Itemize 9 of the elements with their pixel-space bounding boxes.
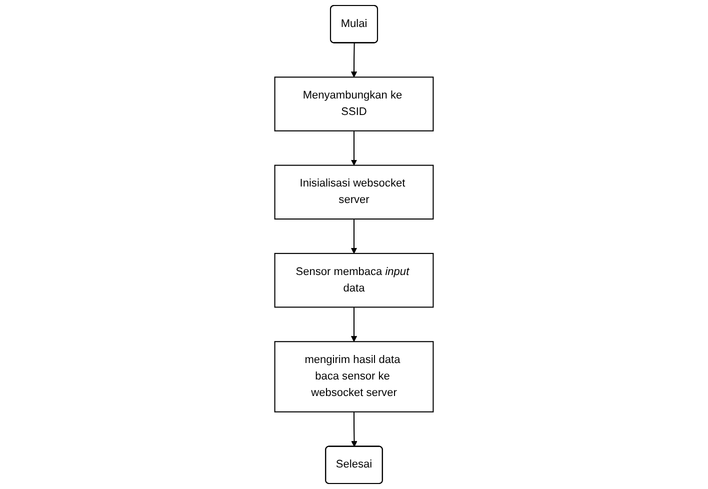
node-box: Inisialisasi websocket server xyxy=(274,164,434,220)
node-box: Sensor membaca input data xyxy=(274,252,434,308)
arrow xyxy=(351,412,358,447)
arrow xyxy=(350,307,358,342)
arrow xyxy=(350,219,358,254)
node-box: mengirim hasil data baca sensor ke websocket server xyxy=(274,341,434,412)
node-box: Menyambungkan ke SSID xyxy=(274,76,434,132)
arrow xyxy=(350,43,358,78)
arrow xyxy=(350,130,358,166)
